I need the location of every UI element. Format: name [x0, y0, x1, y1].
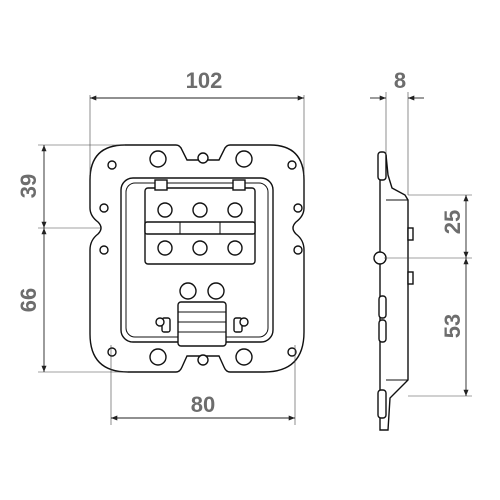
mounting-hole-icon [149, 150, 167, 168]
mounting-hole-icon [197, 354, 209, 366]
mounting-hole-icon [99, 203, 109, 213]
mounting-hole-icon [107, 347, 117, 357]
front-view [89, 144, 305, 373]
dimension-lines [38, 92, 472, 425]
side-view [373, 151, 414, 431]
side-tab [407, 227, 414, 241]
mounting-hole-icon [149, 348, 167, 366]
hinge-tab-right [232, 179, 246, 191]
mounting-hole-icon [239, 317, 249, 327]
rivet-icon [192, 202, 208, 218]
side-bottom-bump [377, 389, 387, 419]
side-mid-bump-upper [378, 295, 387, 319]
mounting-hole-icon [107, 160, 117, 170]
side-top-bump [377, 151, 387, 181]
dim-label-base-width: 80 [191, 392, 215, 417]
rivet-icon [157, 202, 173, 218]
dim-label-lower-height: 66 [16, 288, 41, 312]
hinge-knuckle [144, 221, 256, 235]
mounting-hole-icon [293, 245, 303, 255]
side-profile [379, 154, 409, 431]
mounting-hole-icon [235, 348, 253, 366]
mounting-hole-icon [287, 347, 297, 357]
hinge-tab-left [154, 179, 168, 191]
dim-label-depth: 8 [394, 68, 406, 93]
mounting-hole-icon [155, 317, 165, 327]
side-mid-bump-lower [378, 319, 387, 343]
mounting-hole-icon [293, 203, 303, 213]
handle-block [177, 301, 227, 347]
rivet-icon [227, 202, 243, 218]
dimension-labels: 102 80 8 39 66 25 53 [16, 68, 465, 417]
mounting-hole-icon [235, 150, 253, 168]
side-tab [407, 271, 414, 285]
dim-label-upper-height: 39 [16, 174, 41, 198]
rivet-icon [192, 240, 208, 256]
mounting-hole-icon [99, 245, 109, 255]
mounting-hole-icon [197, 152, 209, 164]
catch-rivet-icon [207, 282, 225, 300]
mounting-hole-icon [287, 160, 297, 170]
catch-rivet-icon [179, 282, 197, 300]
dim-label-width-top: 102 [186, 68, 223, 93]
rivet-icon [157, 240, 173, 256]
dim-label-side-upper: 25 [440, 210, 465, 234]
rivet-icon [227, 240, 243, 256]
dim-label-side-lower: 53 [440, 314, 465, 338]
